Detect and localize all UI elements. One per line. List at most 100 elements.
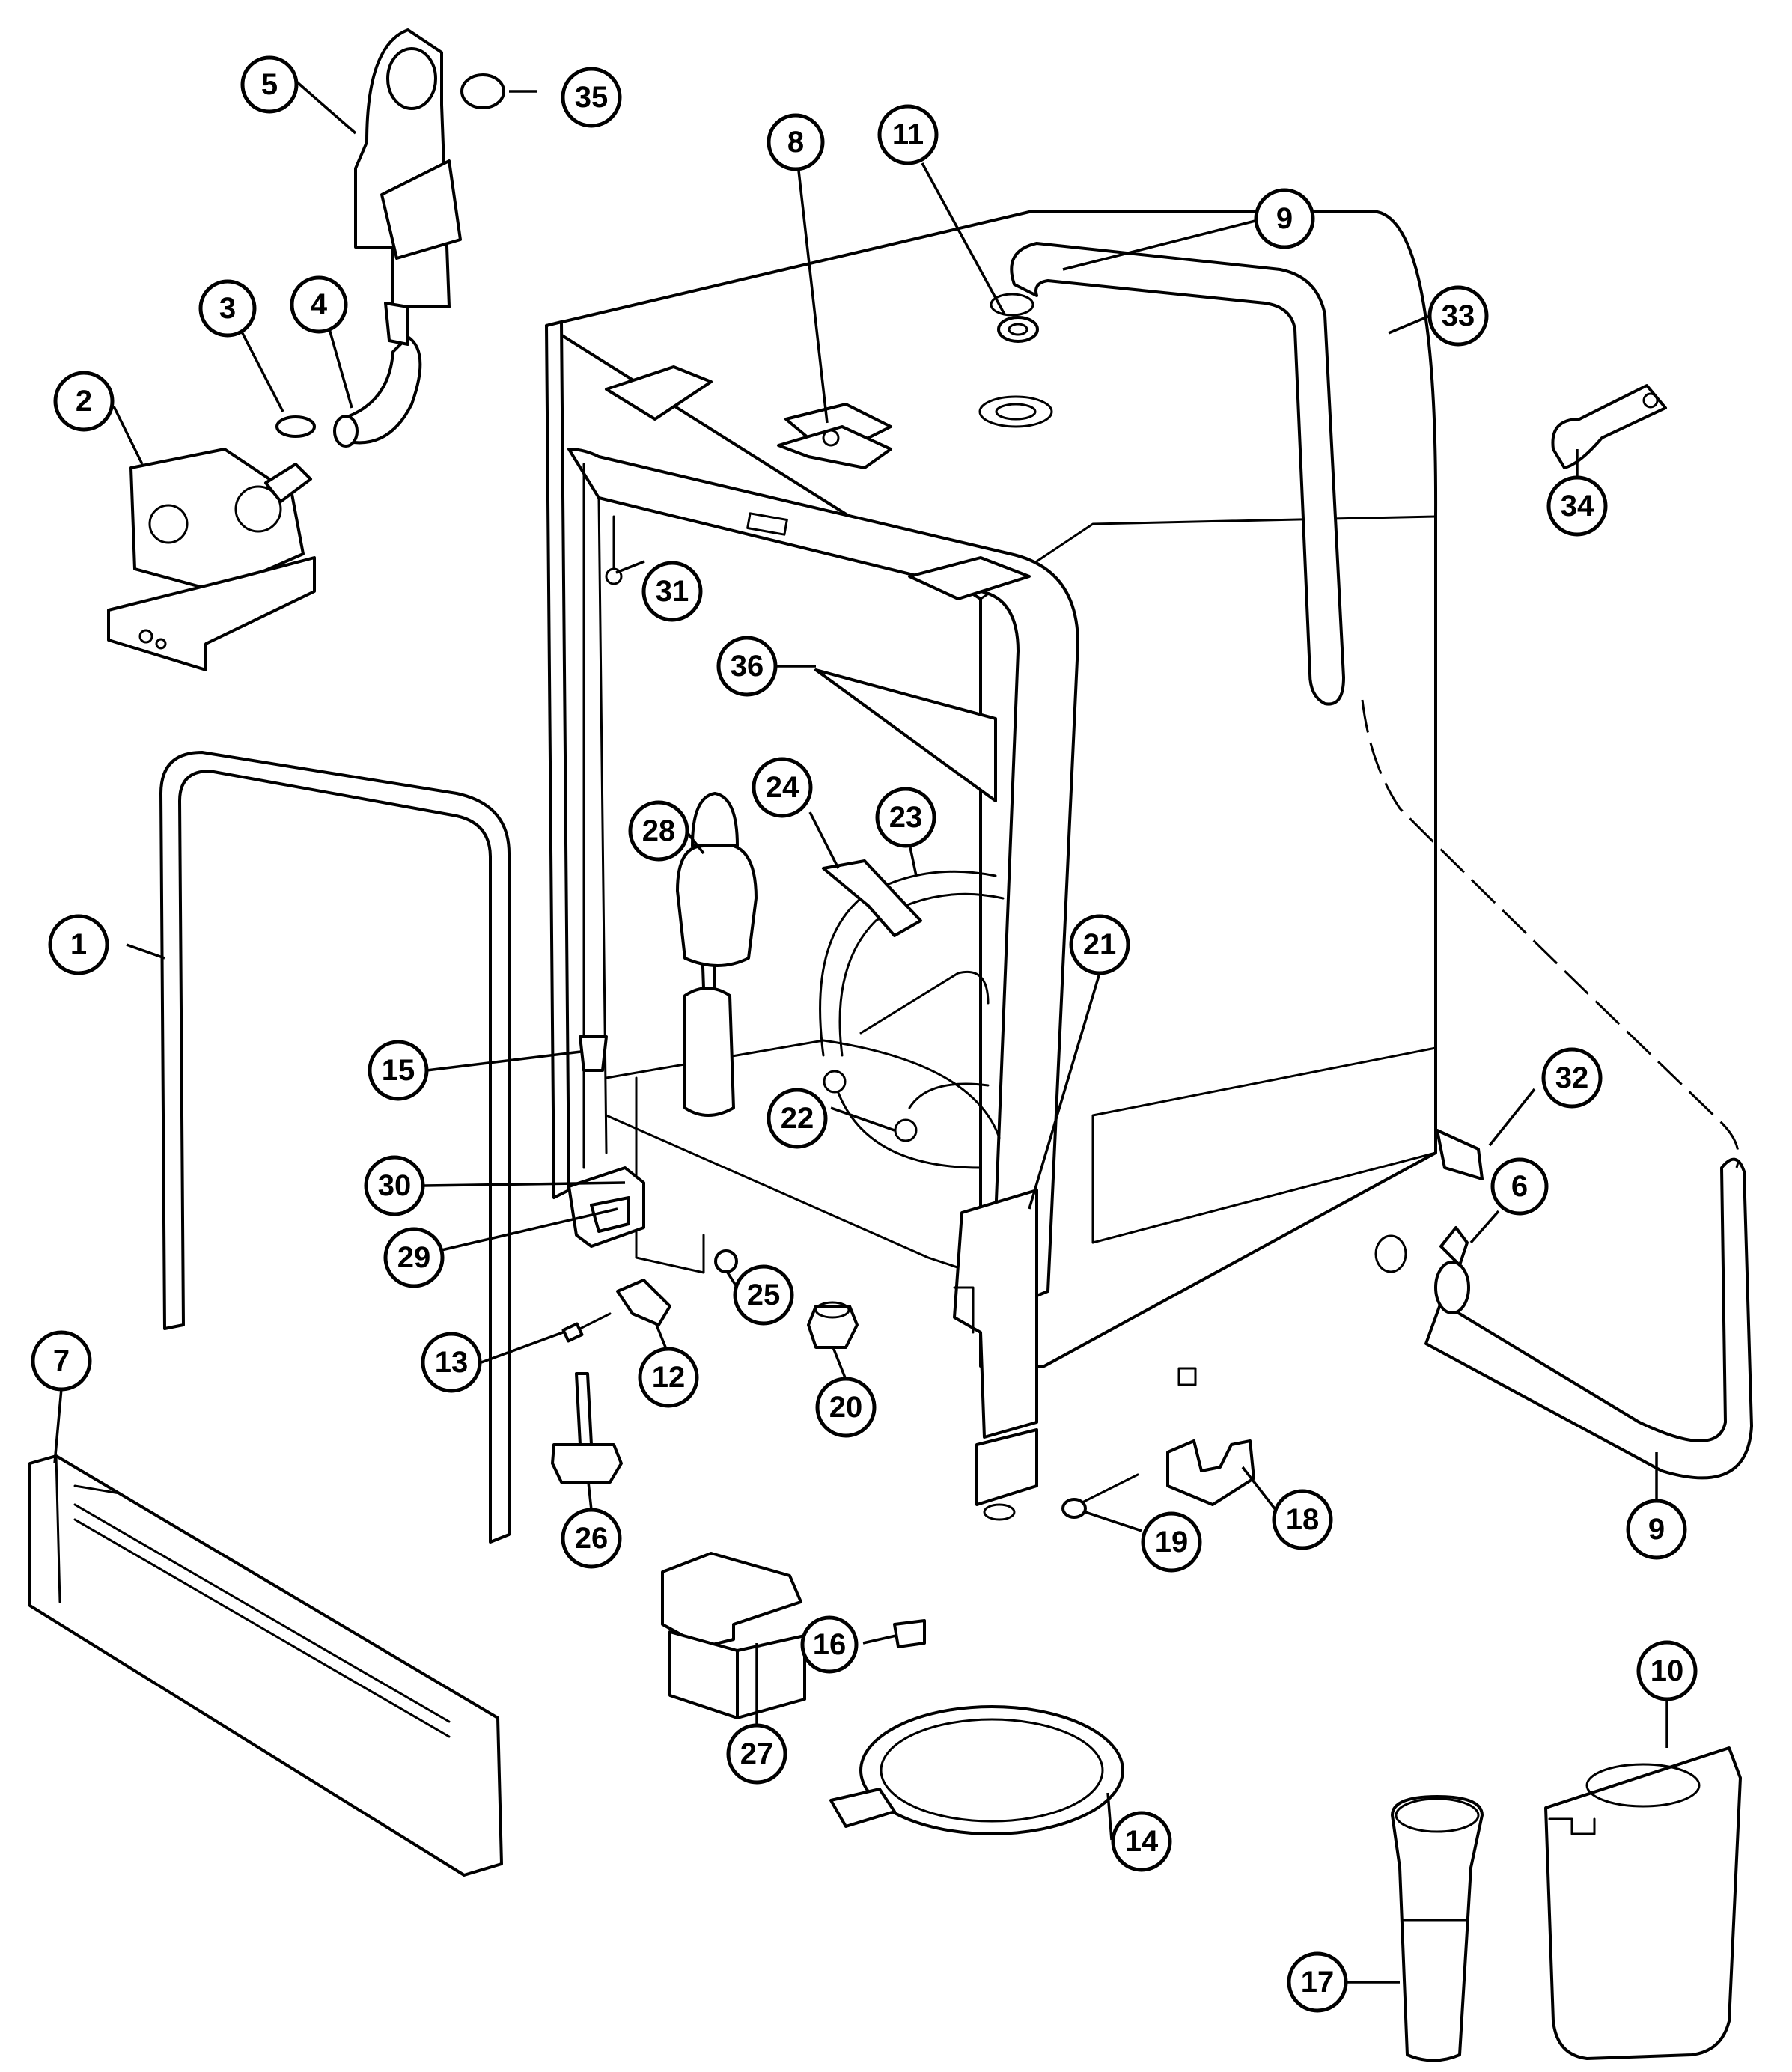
callout-8[interactable]: 8 bbox=[767, 113, 825, 171]
part-guide-15 bbox=[579, 1035, 608, 1072]
callout-17[interactable]: 17 bbox=[1287, 1951, 1348, 2013]
svg-text:29: 29 bbox=[397, 1241, 431, 1274]
svg-text:31: 31 bbox=[656, 575, 689, 608]
callout-18[interactable]: 18 bbox=[1272, 1489, 1333, 1550]
callout-32[interactable]: 32 bbox=[1541, 1047, 1603, 1109]
callout-21[interactable]: 21 bbox=[1069, 914, 1130, 975]
part-nut-25 bbox=[714, 1249, 738, 1273]
svg-text:23: 23 bbox=[889, 801, 923, 834]
part-clamp-3 bbox=[275, 415, 316, 438]
svg-text:8: 8 bbox=[787, 126, 804, 159]
svg-text:16: 16 bbox=[813, 1628, 847, 1661]
part-door-gasket bbox=[159, 751, 511, 1544]
svg-text:6: 6 bbox=[1511, 1170, 1528, 1203]
callout-26[interactable]: 26 bbox=[561, 1508, 622, 1569]
callout-33[interactable]: 33 bbox=[1427, 285, 1489, 347]
part-kick-plate bbox=[28, 1454, 503, 1877]
svg-text:4: 4 bbox=[311, 288, 328, 321]
callout-22[interactable]: 22 bbox=[767, 1088, 828, 1149]
callout-7[interactable]: 7 bbox=[31, 1330, 92, 1392]
svg-text:18: 18 bbox=[1286, 1503, 1320, 1536]
svg-text:25: 25 bbox=[747, 1279, 781, 1311]
svg-text:17: 17 bbox=[1301, 1966, 1335, 1999]
svg-text:9: 9 bbox=[1648, 1513, 1665, 1546]
callout-1[interactable]: 1 bbox=[48, 914, 109, 975]
part-filter-ring bbox=[829, 1705, 1124, 1835]
callouts: 5 35 3 4 2 8 11 9 33 34 31 36 24 23 28 1… bbox=[31, 55, 1698, 2013]
part-latch-12 bbox=[616, 1279, 671, 1326]
part-fill-hose bbox=[333, 335, 422, 448]
callout-9-top[interactable]: 9 bbox=[1254, 188, 1315, 249]
callout-5[interactable]: 5 bbox=[240, 55, 299, 114]
svg-text:14: 14 bbox=[1125, 1825, 1159, 1858]
svg-text:2: 2 bbox=[76, 385, 92, 418]
part-bracket-18 bbox=[1166, 1439, 1255, 1506]
part-o-ring bbox=[460, 73, 505, 109]
svg-text:12: 12 bbox=[652, 1361, 686, 1394]
svg-text:19: 19 bbox=[1155, 1526, 1189, 1558]
part-clip-16 bbox=[893, 1619, 926, 1648]
svg-text:10: 10 bbox=[1651, 1654, 1684, 1687]
callout-3[interactable]: 3 bbox=[198, 279, 257, 338]
svg-text:9: 9 bbox=[1276, 202, 1293, 235]
part-drain-hose-upper bbox=[990, 242, 1345, 706]
callout-34[interactable]: 34 bbox=[1546, 475, 1608, 537]
part-nut-20 bbox=[807, 1301, 859, 1349]
callout-11[interactable]: 11 bbox=[877, 104, 939, 165]
callout-23[interactable]: 23 bbox=[875, 787, 936, 848]
svg-text:5: 5 bbox=[261, 68, 278, 101]
callout-13[interactable]: 13 bbox=[421, 1332, 482, 1393]
part-guard bbox=[1544, 1746, 1742, 2060]
svg-text:28: 28 bbox=[642, 814, 676, 847]
part-switch bbox=[567, 1166, 645, 1248]
svg-text:36: 36 bbox=[731, 650, 764, 683]
part-leveling-leg bbox=[551, 1372, 623, 1484]
callout-27[interactable]: 27 bbox=[726, 1723, 787, 1785]
part-drain-hose-lower bbox=[1361, 699, 1753, 1480]
svg-text:13: 13 bbox=[435, 1346, 469, 1379]
callout-4[interactable]: 4 bbox=[290, 275, 348, 334]
callout-12[interactable]: 12 bbox=[638, 1347, 699, 1408]
callout-31[interactable]: 31 bbox=[641, 561, 703, 622]
part-bracket-32 bbox=[1436, 1129, 1484, 1180]
callout-14[interactable]: 14 bbox=[1111, 1811, 1172, 1872]
callout-6[interactable]: 6 bbox=[1490, 1157, 1549, 1216]
callout-9-bottom[interactable]: 9 bbox=[1626, 1499, 1687, 1560]
part-hose-clamp bbox=[1434, 1226, 1470, 1314]
svg-text:1: 1 bbox=[70, 928, 87, 961]
svg-text:27: 27 bbox=[740, 1737, 774, 1770]
svg-text:3: 3 bbox=[219, 292, 236, 325]
callout-10[interactable]: 10 bbox=[1636, 1640, 1698, 1701]
callout-30[interactable]: 30 bbox=[364, 1155, 425, 1216]
svg-text:7: 7 bbox=[53, 1344, 70, 1377]
callout-29[interactable]: 29 bbox=[383, 1227, 445, 1288]
svg-text:11: 11 bbox=[892, 118, 924, 151]
callout-24[interactable]: 24 bbox=[752, 757, 813, 818]
part-water-valve bbox=[107, 448, 316, 671]
callout-25[interactable]: 25 bbox=[733, 1264, 794, 1326]
parts-artwork bbox=[28, 28, 1753, 2062]
part-clip-24 bbox=[822, 859, 922, 937]
part-top-bracket bbox=[777, 425, 892, 469]
callout-2[interactable]: 2 bbox=[53, 371, 115, 432]
part-box-27 bbox=[661, 1552, 806, 1719]
callout-19[interactable]: 19 bbox=[1141, 1511, 1202, 1573]
part-grommet bbox=[997, 316, 1039, 343]
svg-text:32: 32 bbox=[1555, 1061, 1589, 1094]
part-screw-13 bbox=[561, 1312, 612, 1343]
callout-15[interactable]: 15 bbox=[368, 1040, 429, 1101]
svg-text:15: 15 bbox=[382, 1054, 415, 1087]
svg-text:24: 24 bbox=[766, 771, 799, 804]
callout-36[interactable]: 36 bbox=[716, 636, 778, 697]
callout-16[interactable]: 16 bbox=[800, 1615, 859, 1674]
callout-20[interactable]: 20 bbox=[815, 1377, 877, 1438]
svg-text:35: 35 bbox=[575, 81, 609, 114]
svg-text:26: 26 bbox=[575, 1522, 609, 1555]
part-bolt-19 bbox=[1061, 1473, 1139, 1519]
callout-28[interactable]: 28 bbox=[628, 800, 689, 862]
svg-text:22: 22 bbox=[781, 1102, 814, 1135]
part-float bbox=[676, 792, 758, 967]
svg-text:21: 21 bbox=[1083, 928, 1117, 961]
callout-35[interactable]: 35 bbox=[561, 67, 622, 128]
